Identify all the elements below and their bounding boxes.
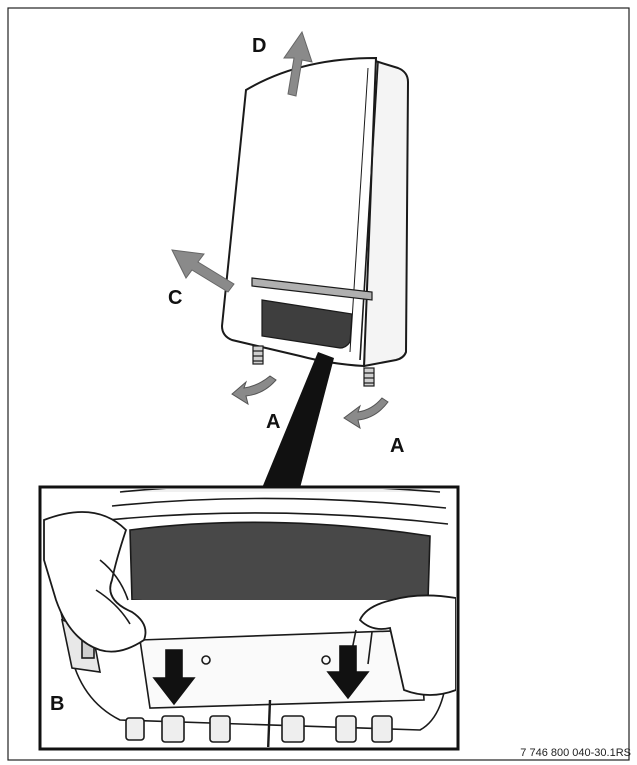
detail-inset-content (43, 489, 456, 747)
pipe-fittings (125, 715, 393, 743)
rotate-arrow-right (343, 397, 389, 430)
label-d: D (252, 35, 267, 57)
arrow-c (171, 249, 235, 293)
down-arrow-left (152, 649, 196, 706)
detail-dark-panel (129, 521, 431, 607)
reference-code: 7 746 800 040-30.1RS (520, 747, 631, 759)
rotate-arrow-left (231, 375, 277, 406)
boiler-side-panel (362, 58, 410, 368)
label-a-right: A (390, 435, 405, 457)
fixing-screw-left (252, 345, 264, 365)
boiler-front-seam-inner (349, 67, 369, 353)
left-hand (43, 511, 147, 653)
boiler-control-panel (261, 299, 353, 349)
label-b: B (50, 693, 65, 715)
label-c: C (168, 287, 183, 309)
label-a-left: A (266, 411, 281, 433)
boiler-unit (220, 56, 410, 368)
arrow-d (283, 30, 313, 97)
detail-leader (262, 352, 334, 488)
down-arrow-right (326, 645, 370, 700)
right-hand (358, 594, 456, 696)
boiler-front-seam (359, 61, 379, 361)
boiler-control-strip (251, 277, 373, 301)
fixing-screw-right (363, 367, 375, 387)
